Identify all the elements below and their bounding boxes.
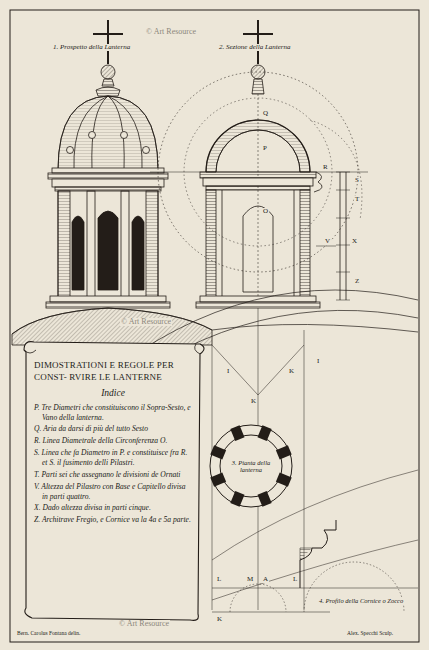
plan-pier <box>276 472 292 486</box>
plan-title: 3. Pianta della lanterna <box>225 459 277 474</box>
plan-outer-ring <box>210 425 292 507</box>
index-entry: Z. Architrave Fregio, e Cornice va la 4a… <box>34 515 192 525</box>
watermark: © Art Resource <box>120 318 172 326</box>
callout-letter: K <box>216 616 223 623</box>
callout-letter: V <box>324 238 331 245</box>
view-title: 1. Prospetto della Lanterna <box>52 44 131 51</box>
callout-letter: O <box>262 208 269 215</box>
callout-letter: M <box>246 576 254 583</box>
index-cartouche: DIMOSTRATIONI E REGOLE PER CONST- RVIRE … <box>20 338 206 624</box>
plan-pier <box>230 425 244 441</box>
callout-letter: L <box>292 576 298 583</box>
callout-letter: A <box>262 576 269 583</box>
callout-letter: L <box>216 576 222 583</box>
index-entry: X. Dado altezza divisa in parti cinque. <box>34 503 192 513</box>
watermark: © Art Resource <box>118 620 170 628</box>
plan-pier <box>257 425 271 441</box>
index-entry: V. Altezza del Pilastro con Base e Capit… <box>34 482 192 502</box>
watermark: © Art Resource <box>145 28 197 36</box>
callout-letter: I <box>226 368 230 375</box>
callout-letter: P <box>262 145 268 152</box>
cartouche-title: DIMOSTRATIONI E REGOLE PER CONST- RVIRE … <box>34 360 192 383</box>
plan-pier <box>257 491 271 507</box>
plan-pier <box>210 472 226 486</box>
callout-letter: K <box>288 368 295 375</box>
plan-pier <box>210 445 226 459</box>
plan-pier <box>230 491 244 507</box>
callout-letter: K <box>250 398 257 405</box>
index-heading: Indice <box>34 387 192 399</box>
plan-pier <box>276 445 292 459</box>
signature: Bern. Carolus Fontana delin. <box>16 631 81 637</box>
callout-letter: S <box>354 177 360 184</box>
index-entry: T. Parti sei che assegnano le divisioni … <box>34 470 192 480</box>
view-title: 4. Profilo della Cornice o Zocco <box>318 598 404 605</box>
callout-letter: X <box>351 238 358 245</box>
callout-letter: I <box>316 358 320 365</box>
plan-circle: 3. Pianta della lanterna <box>208 423 294 509</box>
plan-inner-ring <box>220 435 282 497</box>
callout-letter: Q <box>262 110 269 117</box>
view-title: 2. Sezione della Lanterna <box>218 44 292 51</box>
callout-letter: T <box>354 196 360 203</box>
scroll-border <box>24 342 204 621</box>
index-entry: S. Linea che fa Diametro in P. e constit… <box>34 448 192 468</box>
callout-letter: R <box>322 164 329 171</box>
scroll-curl <box>24 344 200 354</box>
callout-letter: Z <box>354 278 360 285</box>
index-entry: Q. Aria da darsi di più del tutto Sesto <box>34 424 192 434</box>
index-entry: R. Linea Diametrale della Circonferenza … <box>34 436 192 446</box>
signature: Alex. Specchi Sculp. <box>346 631 394 637</box>
index-entry: P. Tre Diametri che constituiscono il So… <box>34 403 192 423</box>
